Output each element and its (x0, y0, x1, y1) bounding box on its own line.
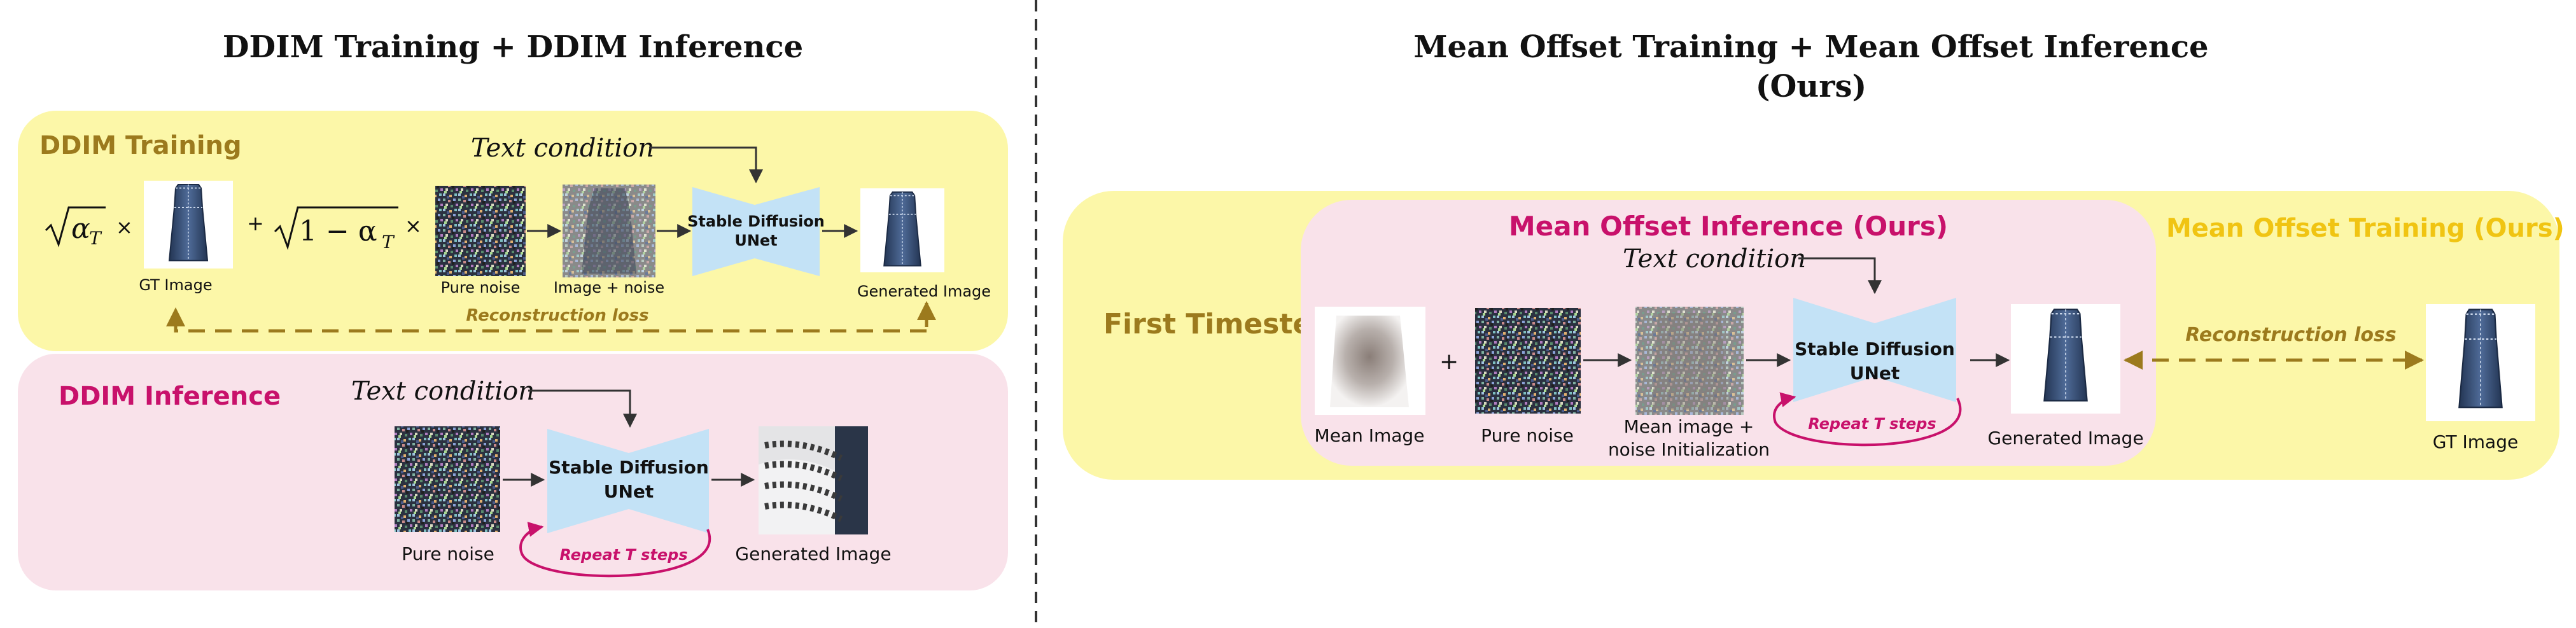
image-plus-noise (563, 185, 655, 277)
coef-sqrt-alpha: α T (45, 206, 106, 249)
training-unet-label-1: Stable Diffusion (687, 213, 825, 230)
training-loss-label: Reconstruction loss (466, 306, 648, 325)
ddim-inference-label: DDIM Inference (59, 382, 281, 411)
mean-noise-init (1635, 307, 1744, 415)
training-pure-noise (435, 186, 526, 276)
mo-condition-arrow (1798, 257, 1882, 295)
inference-unet (547, 429, 709, 533)
mo-gt-label: GT Image (2433, 431, 2518, 452)
training-generated-label: Generated Image (857, 283, 991, 300)
training-unet-label-2: UNet (734, 232, 777, 249)
mo-pure-noise (1475, 308, 1581, 414)
mo-repeat-label: Repeat T steps (1808, 415, 1936, 433)
times-1: × (116, 215, 133, 239)
inference-repeat-label: Repeat T steps (559, 546, 687, 564)
mean-offset-inference-label: Mean Offset Inference (Ours) (1509, 211, 1948, 242)
svg-text:T: T (382, 232, 395, 253)
mo-unet-label-2: UNet (1850, 363, 1900, 384)
inference-unet-label-1: Stable Diffusion (549, 457, 709, 478)
mo-plus: + (1439, 349, 1459, 375)
mo-gt-image (2426, 304, 2535, 421)
svg-text:1 − α: 1 − α (299, 215, 377, 248)
mo-generated-label: Generated Image (1987, 428, 2143, 449)
inference-repeat-loop (519, 522, 711, 578)
inference-text-condition: Text condition (351, 377, 535, 406)
left-title: DDIM Training + DDIM Inference (223, 29, 803, 65)
plus-1: + (247, 211, 264, 235)
mean-image (1315, 307, 1425, 415)
gt-image-dress (144, 181, 233, 269)
mo-unet (1793, 298, 1956, 402)
gt-image-label: GT Image (139, 276, 212, 294)
inference-pure-noise-label: Pure noise (402, 543, 494, 564)
times-2: × (405, 214, 422, 238)
inference-generated-image (759, 426, 868, 534)
svg-text:T: T (89, 228, 102, 249)
mo-unet-label-1: Stable Diffusion (1795, 338, 1955, 359)
mean-offset-training-label: Mean Offset Training (Ours) (2166, 214, 2565, 243)
coef-sqrt-one-minus-alpha: 1 − α T (274, 206, 398, 253)
mo-loss-label: Reconstruction loss (2185, 324, 2396, 346)
ddim-training-label: DDIM Training (39, 131, 242, 160)
svg-text:α: α (71, 213, 90, 245)
first-timestep-label: First Timestep (1103, 308, 1332, 340)
mo-repeat-loop (1773, 392, 1961, 447)
training-pure-noise-label: Pure noise (441, 279, 521, 297)
image-plus-noise-label: Image + noise (554, 279, 664, 297)
mean-image-label: Mean Image (1315, 425, 1425, 446)
inference-pure-noise (395, 426, 500, 532)
training-condition-arrow (649, 146, 763, 184)
training-generated-image (860, 188, 944, 272)
init-label-line1: Mean image + (1624, 416, 1754, 437)
right-title-line2: (Ours) (1756, 69, 1866, 104)
training-text-condition: Text condition (471, 134, 654, 163)
mo-generated-image (2011, 304, 2120, 414)
mo-text-condition: Text condition (1623, 244, 1806, 274)
inference-condition-arrow (528, 389, 637, 428)
training-unet (692, 187, 820, 276)
right-title-line1: Mean Offset Training + Mean Offset Infer… (1413, 29, 2208, 65)
inference-generated-label: Generated Image (735, 543, 891, 564)
init-label-line2: noise Initialization (1608, 439, 1770, 460)
mo-pure-noise-label: Pure noise (1481, 425, 1574, 446)
inference-unet-label-2: UNet (604, 481, 654, 502)
